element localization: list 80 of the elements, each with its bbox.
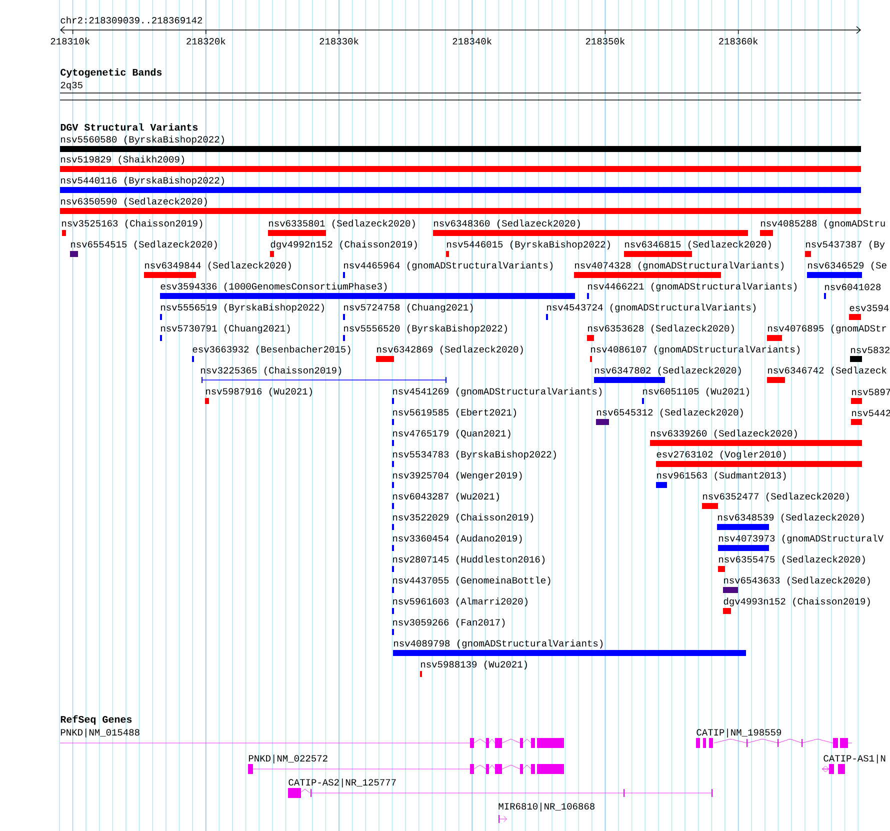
variant-label: nsv5619585 (Ebert2021): [393, 408, 516, 418]
variant-label: nsv3525163 (Chaisson2019): [62, 220, 202, 228]
track-title: DGV Structural Variants: [60, 123, 198, 131]
variant-label: nsv3360454 (Audano2019): [393, 534, 522, 544]
variant-label: nsv3059266 (Fan2017): [393, 618, 505, 628]
variant-label: nsv6339260 (Sedlazeck2020): [651, 430, 797, 438]
variant-label: nsv5897: [852, 388, 890, 396]
variant-label: nsv6350590 (Sedlazeck2020): [61, 198, 207, 206]
variant-label: nsv6342869 (Sedlazeck2020): [377, 346, 523, 354]
variant-label: nsv4437055 (GenomeinaBottle): [393, 576, 550, 586]
variant-label: nsv4073973 (gnomADStructuralV: [719, 534, 884, 544]
gene-label: PNKD|NM_022572: [248, 754, 328, 764]
gene-label: PNKD|NM_015488: [60, 728, 140, 738]
variant-label: nsv6348539 (Sedlazeck2020): [718, 514, 864, 522]
variant-label: esv3594336 (1000GenomesConsortiumPhase3): [160, 282, 387, 292]
variant-label: nsv5724758 (Chuang2021): [344, 304, 473, 312]
variant-label: nsv3522029 (Chaisson2019): [393, 514, 534, 522]
gene-label: CATIP-AS1|N: [824, 754, 886, 764]
variant-label: dgv4992n152 (Chaisson2019): [270, 240, 417, 250]
variant-label: nsv6353628 (Sedlazeck2020): [588, 324, 734, 334]
tick-label: 218320k: [186, 38, 226, 44]
variant-label: nsv4466221 (gnomADStructuralVariants): [588, 282, 797, 292]
variant-label: nsv2807145 (Huddleston2016): [393, 556, 545, 564]
variant-label: nsv6041028: [825, 284, 881, 290]
variant-label: nsv5440116 (ByrskaBishop2022): [61, 176, 224, 186]
variant-label: nsv3925704 (Wenger2019): [393, 472, 522, 480]
variant-label: nsv5556520 (ByrskaBishop2022): [344, 324, 507, 334]
variant-label: nsv5832: [851, 346, 890, 354]
variant-label: nsv3225365 (Chaisson2019): [201, 366, 342, 376]
variant-label: nsv5730791 (Chuang2021): [161, 324, 290, 334]
variant-label: nsv6545312 (Sedlazeck2020): [597, 408, 743, 418]
variant-label: nsv6346815 (Sedlazeck2020): [625, 240, 771, 250]
variant-label: esv2763102 (Vogler2010): [656, 450, 786, 460]
variant-label: nsv6349844 (Sedlazeck2020): [145, 262, 291, 270]
variant-label: nsv4541269 (gnomADStructuralVariants): [393, 388, 602, 396]
variant-label: nsv4465964 (gnomADStructuralVariants): [344, 262, 553, 270]
variant-label: nsv5988139 (Wu2021): [421, 660, 527, 670]
variant-label: nsv6352477 (Sedlazeck2020): [703, 492, 849, 502]
variant-label: nsv5446015 (ByrskaBishop2022): [447, 240, 610, 250]
variant-label: dgv4993n152 (Chaisson2019): [724, 598, 870, 606]
variant-label: nsv4543724 (gnomADStructuralVariants): [547, 304, 756, 312]
variant-label: nsv5534783 (ByrskaBishop2022): [393, 450, 556, 460]
gene-label: CATIP-AS2|NR_125777: [288, 778, 396, 788]
variant-label: nsv5987916 (Wu2021): [206, 388, 312, 396]
variant-label: nsv4076895 (gnomADStr: [768, 324, 886, 334]
variant-label: nsv961563 (Sudmant2013): [657, 472, 786, 480]
variant-label: nsv5961603 (Almarri2020): [393, 598, 528, 606]
track-title: RefSeq Genes: [60, 715, 132, 725]
band-label: 2q35: [60, 82, 82, 90]
variant-label: nsv6346742 (Sedlazeck: [768, 366, 886, 376]
variant-label: nsv5556519 (ByrskaBishop2022): [161, 304, 324, 312]
variant-label: nsv5442: [852, 410, 890, 416]
tick-label: 218350k: [586, 38, 625, 44]
variant-label: nsv6347802 (Sedlazeck2020): [595, 366, 741, 376]
variant-label: nsv4089798 (gnomADStructuralVariants): [394, 640, 603, 648]
variant-label: esv3594: [850, 304, 889, 312]
position-label: chr2:218309039..218369142: [60, 16, 202, 24]
variant-label: nsv519829 (Shaikh2009): [61, 156, 184, 164]
variant-label: nsv6051105 (Wu2021): [643, 388, 749, 396]
variant-label: nsv6335801 (Sedlazeck2020): [269, 220, 415, 228]
variant-label: nsv5437387 (By: [806, 240, 885, 250]
variant-label: nsv5560580 (ByrskaBishop2022): [61, 136, 224, 144]
tick-label: 218340k: [452, 38, 492, 44]
variant-label: nsv4085288 (gnomADStru: [761, 220, 885, 228]
gene-label: CATIP|NM_198559: [696, 728, 782, 738]
variant-label: nsv4765179 (Quan2021): [393, 430, 510, 438]
variant-label: nsv6355475 (Sedlazeck2020): [719, 556, 865, 564]
variant-label: nsv4086107 (gnomADStructuralVariants): [591, 346, 800, 354]
tick-label: 218330k: [320, 38, 358, 44]
tick-label: 218360k: [719, 38, 758, 44]
variant-label: esv3663932 (Besenbacher2015): [192, 346, 350, 354]
variant-label: nsv4074328 (gnomADStructuralVariants): [575, 262, 784, 270]
gene-label: MIR6810|NR_106868: [498, 802, 594, 812]
track-title: Cytogenetic Bands: [60, 68, 162, 78]
tick-label: 218310k: [50, 38, 90, 44]
variant-label: nsv6554515 (Sedlazeck2020): [71, 240, 217, 250]
variant-label: nsv6348360 (Sedlazeck2020): [434, 220, 580, 228]
variant-label: nsv6043287 (Wu2021): [393, 492, 499, 502]
variant-label: nsv6346529 (Se: [808, 262, 886, 270]
variant-label: nsv6543633 (Sedlazeck2020): [724, 576, 870, 586]
